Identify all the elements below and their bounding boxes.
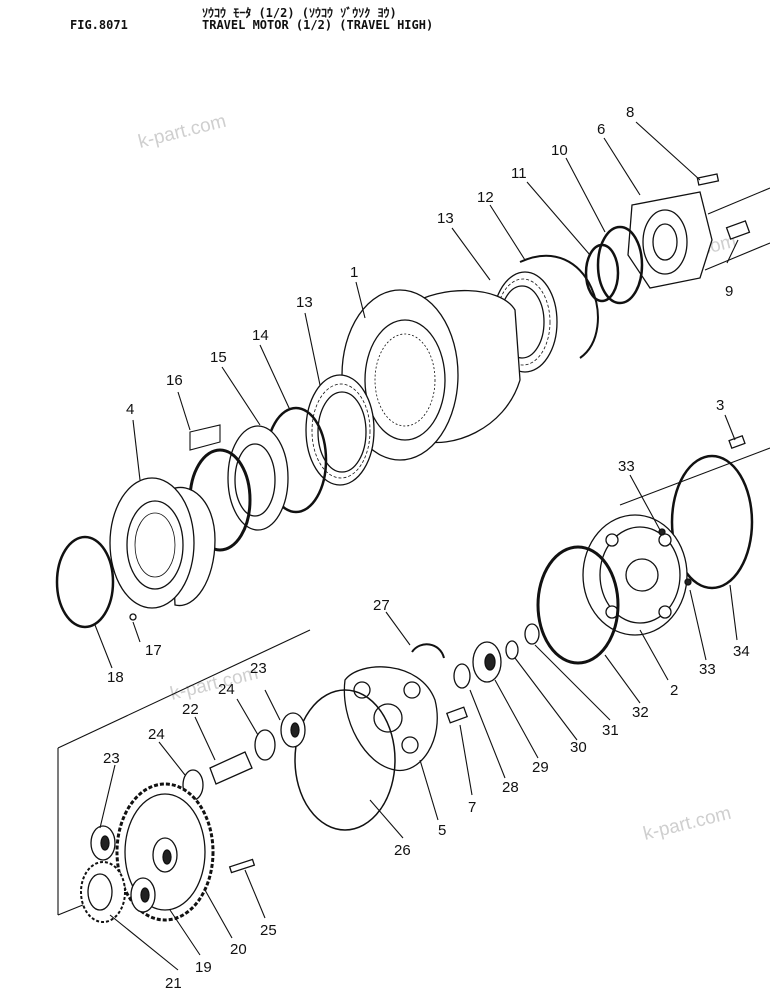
part-needle-21 [80,861,126,923]
callout-13b: 13 [296,294,313,311]
callout-16: 16 [166,372,183,389]
part-28 [453,663,471,689]
callout-21: 21 [165,975,182,990]
callout-12: 12 [477,189,494,206]
callout-32: 32 [632,704,649,721]
part-spindle-4 [109,477,216,609]
callout-31: 31 [602,722,619,739]
callout-28: 28 [502,779,519,796]
part-33-lower [684,578,692,586]
callout-15: 15 [210,349,227,366]
part-snap-ring-12 [519,254,599,359]
part-pin-3 [728,435,746,449]
callout-2: 2 [670,682,678,699]
callout-33b: 33 [699,661,716,678]
callout-24b: 24 [148,726,165,743]
watermark-4: k-part.com [641,803,733,845]
part-pin-8 [696,173,720,186]
part-plate-2 [582,514,688,636]
title-japanese: ｿｳｺｳ ﾓｰﾀ (1/2) (ｿｳｺｳ ｿﾞｳｿｸ ﾖｳ) [202,6,397,20]
callout-23b: 23 [103,750,120,767]
part-bearing-20 [130,877,156,913]
callout-20: 20 [230,941,247,958]
callout-13a: 13 [437,210,454,227]
callout-19: 19 [195,959,212,976]
title-english: TRAVEL MOTOR (1/2) (TRAVEL HIGH) [202,18,434,32]
part-cover-plate [627,191,713,289]
callout-10: 10 [551,142,568,159]
callout-11: 11 [511,165,527,182]
part-shaft-22 [209,751,253,785]
part-16-bracket [189,424,221,451]
callout-34: 34 [733,643,750,660]
callout-22: 22 [182,701,199,718]
part-bearing-29 [472,641,502,683]
part-ring-10 [596,225,644,305]
callout-14: 14 [252,327,269,344]
callout-9: 9 [725,283,733,300]
callout-24a: 24 [218,681,235,698]
watermark-1: k-part.com [136,111,228,153]
callout-8: 8 [626,104,634,121]
part-bolt-7 [445,706,469,724]
part-seal-15-inner [234,443,276,517]
callout-4: 4 [126,401,134,418]
callout-18: 18 [107,669,124,686]
part-30 [505,640,519,660]
callout-5: 5 [438,822,446,839]
callout-26: 26 [394,842,411,859]
part-ring-11 [584,243,620,303]
part-ring-18 [55,535,115,629]
leader-lines [94,121,739,971]
part-o-ring-34 [670,454,754,590]
part-bolt-9 [725,220,751,240]
callout-23a: 23 [250,660,267,677]
callout-3: 3 [716,397,724,414]
part-snap-27 [411,643,445,659]
part-nut-31 [524,623,540,645]
part-17 [129,613,137,621]
part-carrier-5 [343,666,438,772]
part-bearing-23-upper [280,712,306,748]
callout-7: 7 [468,799,476,816]
watermark-3: k-part.com [168,663,260,705]
part-pin-25 [228,858,256,874]
part-needle-24-upper [254,729,276,761]
part-bearing-13b [305,374,375,486]
callout-6: 6 [597,121,605,138]
callout-25: 25 [260,922,277,939]
part-bearing-23-lower [90,825,116,861]
part-ring-26 [294,689,396,831]
part-33-upper [658,528,666,536]
callout-29: 29 [532,759,549,776]
callout-1: 1 [350,264,358,281]
callout-30: 30 [570,739,587,756]
figure-code: FIG.8071 [70,18,128,32]
callout-27: 27 [373,597,390,614]
part-ring-32 [536,545,620,665]
callout-33a: 33 [618,458,635,475]
callout-17: 17 [145,642,162,659]
